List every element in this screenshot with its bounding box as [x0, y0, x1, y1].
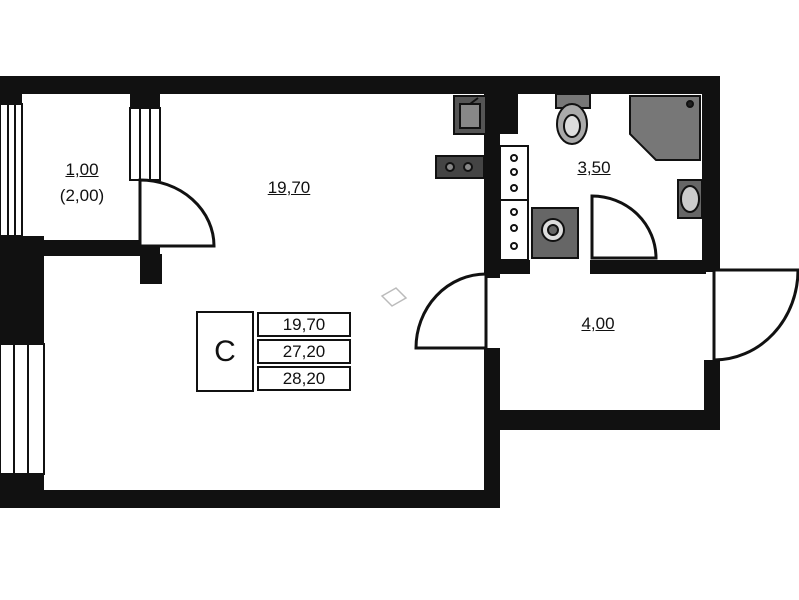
living-area-cell: 19,70 [257, 312, 351, 337]
room-window [0, 343, 45, 475]
balcony-area: 1,00 [65, 160, 99, 179]
apartment-type-letter: C [196, 311, 254, 392]
room-marker [380, 287, 408, 307]
total-area-cell: 27,20 [257, 339, 351, 364]
shower [629, 95, 701, 161]
main-room-area: 19,70 [267, 178, 311, 197]
balcony-door-glazing [129, 107, 161, 181]
toilet [555, 93, 591, 145]
total-area-with-balcony-cell: 28,20 [257, 366, 351, 391]
entrance-door-inner [414, 272, 488, 350]
hall-area: 4,00 [581, 314, 615, 333]
bathroom-door [590, 194, 658, 260]
bathroom-sink [677, 179, 703, 219]
bathroom-area: 3,50 [577, 158, 611, 177]
stove [435, 155, 485, 179]
balcony-window [0, 103, 23, 237]
walls [0, 76, 720, 508]
entrance-door-outer [714, 270, 798, 360]
balcony-area-full: (2,00) [59, 186, 105, 205]
washing-machine [531, 207, 579, 259]
balcony-door [138, 178, 216, 248]
kitchen-sink [453, 95, 487, 135]
area-legend: C 19,70 27,20 28,20 [196, 311, 351, 392]
bathroom-cabinet [499, 145, 529, 261]
door-swings [138, 178, 799, 362]
